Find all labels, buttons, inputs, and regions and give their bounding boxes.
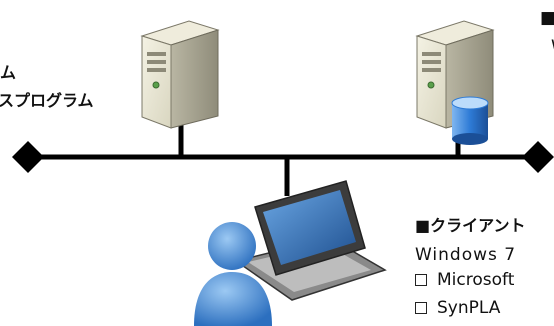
client-software-item: Microsoft [415, 270, 514, 290]
server-tower-icon [140, 20, 220, 129]
network-endpoint-icon-left [12, 141, 44, 173]
app-server-label-line2: スプログラム [0, 91, 94, 110]
client-os: Windows 7 [415, 245, 517, 265]
client-software-label: SynPLA [437, 298, 501, 318]
checkbox-icon [415, 302, 427, 314]
network-endpoint-icon-right [522, 141, 554, 173]
client-software-item: SynPLA [415, 298, 500, 318]
db-server-os: W [551, 37, 554, 57]
app-server-label-line1: ム [0, 63, 17, 82]
database-cylinder-icon [451, 96, 489, 145]
db-server-header: ■ [540, 8, 554, 28]
user-laptop-icon [194, 180, 387, 326]
database-server-icon [415, 20, 495, 145]
client-software-label: Microsoft [437, 270, 515, 290]
client-header: ■クライアント [415, 216, 526, 235]
checkbox-icon [415, 274, 427, 286]
